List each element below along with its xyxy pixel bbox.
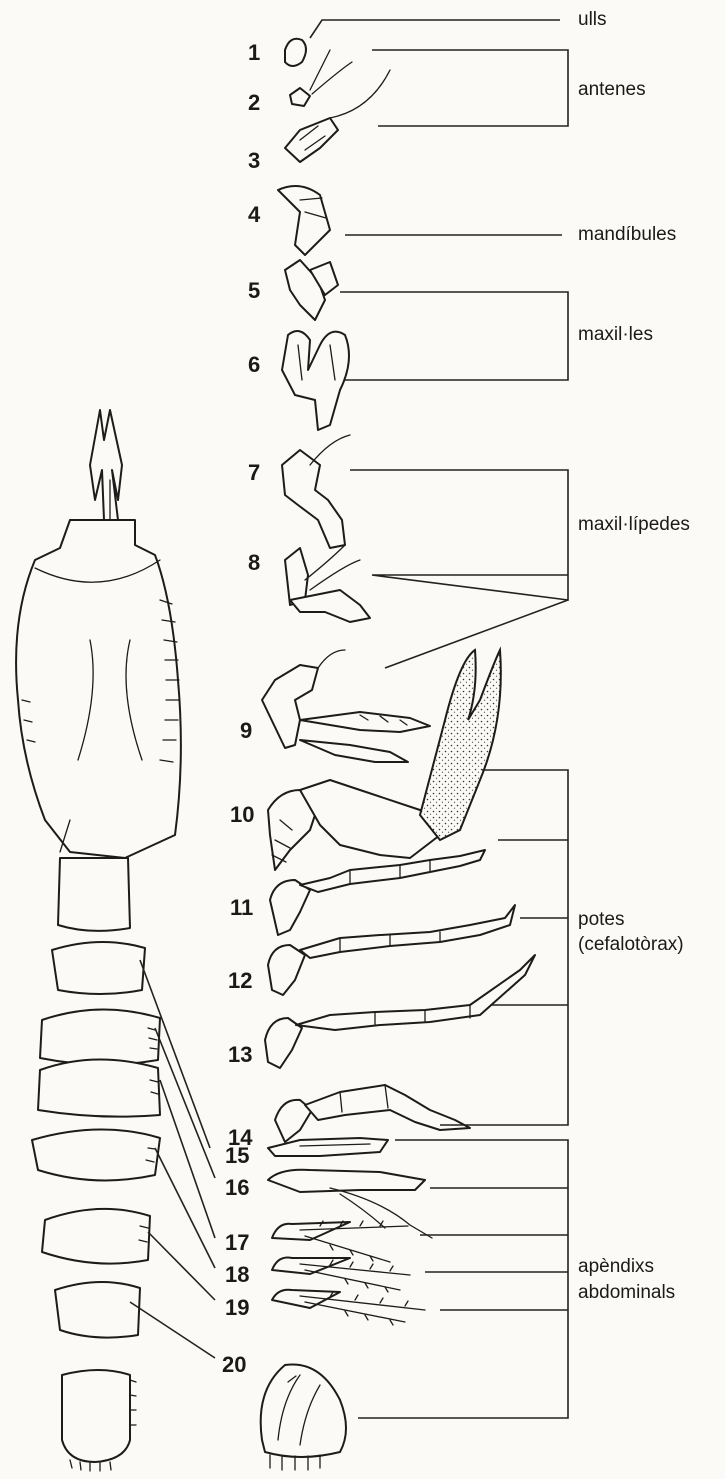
number-17: 17	[225, 1230, 249, 1255]
label-abdominals: abdominals	[578, 1282, 675, 1303]
label-apendixs: apèndixs	[578, 1256, 654, 1277]
appendage-numbers: 1 2 3 4 5 6 7 8 9 10 11 12 13 14 15 16 1…	[222, 40, 261, 1377]
number-19: 19	[225, 1295, 249, 1320]
appendage-11-leg-icon	[270, 850, 485, 935]
appendage-3-antenna-icon	[285, 70, 390, 162]
number-4: 4	[248, 202, 261, 227]
appendage-18-swimmeret-icon	[272, 1258, 410, 1293]
label-ulls: ulls	[578, 9, 607, 30]
number-6: 6	[248, 352, 260, 377]
label-maxiles: maxil·les	[578, 324, 653, 345]
label-mandibules: mandíbules	[578, 224, 676, 245]
appendage-1-eye-icon	[285, 39, 306, 66]
appendage-12-leg-icon	[268, 905, 515, 995]
appendage-4-mandible-icon	[278, 186, 330, 255]
number-3: 3	[248, 148, 260, 173]
category-labels: ulls antenes mandíbules maxil·les maxil·…	[578, 9, 690, 1303]
label-potes: potes	[578, 909, 624, 930]
crayfish-body-icon	[16, 410, 181, 1471]
appendage-9-maxilliped-icon	[262, 650, 430, 762]
appendage-8-maxilliped-icon	[285, 545, 370, 622]
number-2: 2	[248, 90, 260, 115]
number-9: 9	[240, 718, 252, 743]
number-10: 10	[230, 802, 254, 827]
appendage-5-maxilla-icon	[285, 260, 338, 320]
number-18: 18	[225, 1262, 249, 1287]
appendage-7-maxilliped-icon	[282, 435, 350, 548]
number-5: 5	[248, 278, 260, 303]
number-11: 11	[230, 895, 253, 920]
appendage-13-leg-icon	[265, 955, 535, 1068]
label-cefalotorax: (cefalotòrax)	[578, 934, 684, 955]
number-15: 15	[225, 1143, 249, 1168]
number-16: 16	[225, 1175, 249, 1200]
number-7: 7	[248, 460, 260, 485]
appendage-14-leg-icon	[275, 1085, 470, 1142]
number-8: 8	[248, 550, 260, 575]
number-1: 1	[248, 40, 260, 65]
appendage-19-swimmeret-icon	[272, 1290, 425, 1325]
appendage-6-maxilla-icon	[282, 331, 349, 430]
number-13: 13	[228, 1042, 252, 1067]
appendage-17-swimmeret-icon	[272, 1221, 408, 1262]
label-antenes: antenes	[578, 79, 646, 100]
appendage-20-uropod-icon	[261, 1364, 346, 1470]
number-20: 20	[222, 1352, 246, 1377]
number-12: 12	[228, 968, 252, 993]
label-maxilipedes: maxil·lípedes	[578, 514, 690, 535]
